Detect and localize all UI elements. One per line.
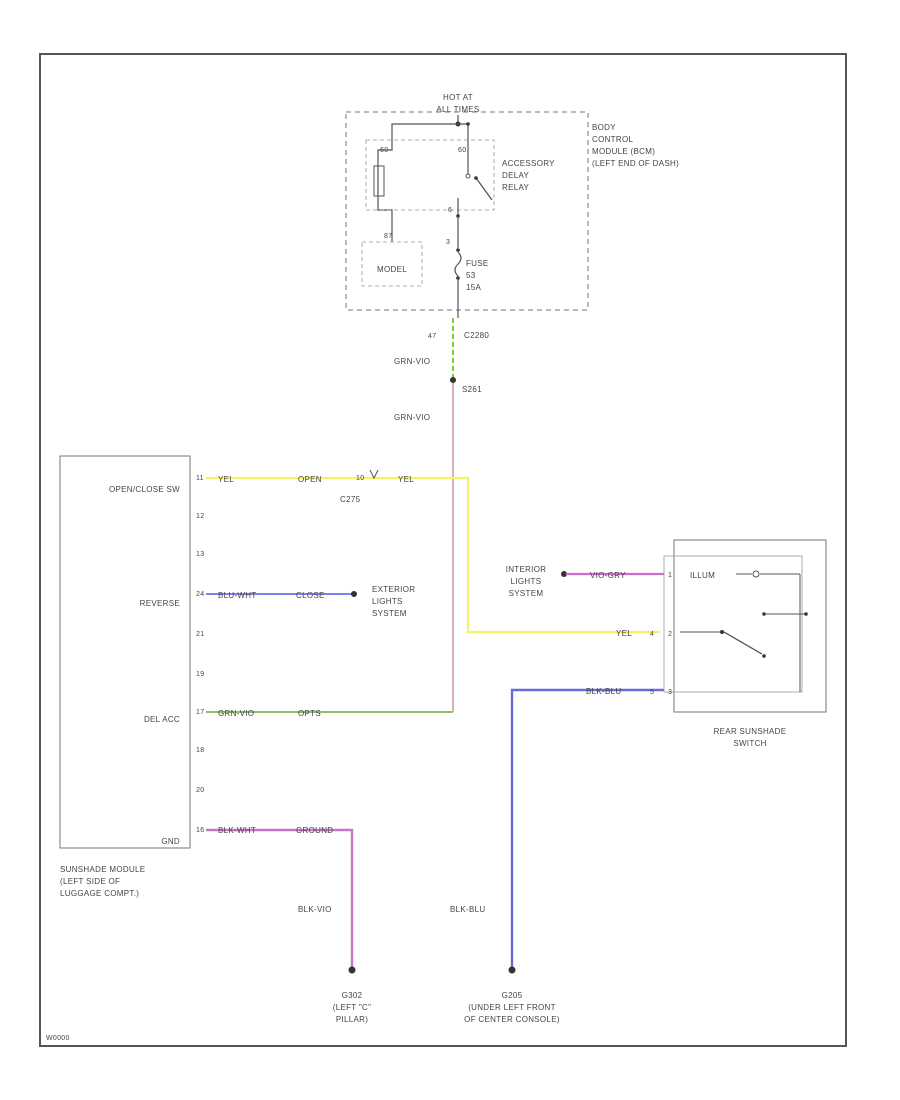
wire-interior-label: ILLUM	[690, 571, 715, 580]
relay-line-3: RELAY	[502, 183, 530, 192]
wire-blk-blu	[510, 688, 664, 968]
fuse-line-2: 53	[466, 271, 476, 280]
bcm-name-1: BODY	[592, 123, 616, 132]
wire-blk-wht-gnd	[206, 828, 354, 968]
relay-box	[365, 139, 495, 211]
ground-g302-name: G302	[342, 991, 363, 1000]
wire-interior-color: VIO-GRY	[590, 571, 626, 580]
module-name-2: (LEFT SIDE OF	[60, 877, 120, 886]
switch-pin-yel: 2	[668, 631, 672, 638]
interior-lights-node	[561, 571, 567, 577]
module-pin-12: 12	[196, 513, 204, 520]
module-pin-13: 13	[196, 551, 204, 558]
wire-yel-open-close	[206, 476, 660, 634]
rear-switch-name-1: REAR SUNSHADE	[714, 727, 787, 736]
module-pin-21: 21	[196, 631, 204, 638]
wire-gnd-color: BLK-WHT	[218, 826, 256, 835]
sunshade-module-box	[59, 455, 191, 849]
fuse-symbol	[454, 251, 462, 277]
c2280-pin: 47	[428, 333, 436, 340]
module-pin-24: 24	[196, 591, 204, 598]
c275-label: C275	[340, 495, 361, 504]
switch-contact	[723, 631, 763, 655]
figure-code: W0000	[46, 1035, 70, 1042]
label-del-acc: DEL ACC	[144, 715, 180, 724]
ground-g302-loc-1: (LEFT "C"	[333, 1003, 371, 1012]
rear-sunshade-switch-box	[673, 539, 827, 713]
relay-contact	[475, 177, 493, 201]
switch-inner-box	[663, 555, 803, 693]
c275-pin: 10	[356, 475, 364, 482]
module-pin-20: 20	[196, 787, 204, 794]
splice-s261-node	[450, 377, 456, 383]
wire-del-acc-color: GRN-VIO	[218, 709, 254, 718]
wire-yel-color-a: YEL	[218, 475, 234, 484]
model-pin: 87	[384, 233, 392, 240]
model-label: MODEL	[377, 265, 407, 274]
module-pin-16: 16	[196, 827, 204, 834]
interior-lights-3: SYSTEM	[509, 589, 544, 598]
ground-g302-loc-2: PILLAR)	[336, 1015, 368, 1024]
ground-right-wire: BLK-BLU	[450, 905, 485, 914]
model-box	[361, 241, 423, 287]
bcm-name-2: CONTROL	[592, 135, 633, 144]
exterior-lights-3: SYSTEM	[372, 609, 407, 618]
exterior-lights-1: EXTERIOR	[372, 585, 415, 594]
interior-lights-2: LIGHTS	[511, 577, 542, 586]
fuse-line-1: FUSE	[466, 259, 489, 268]
wire-yel-color-b: YEL	[398, 475, 414, 484]
relay-out-pin: 6	[448, 207, 452, 214]
ground-g302-node	[348, 966, 356, 974]
switch-pin-illum: 1	[668, 572, 672, 579]
wire-yel-label-mid: OPEN	[298, 475, 322, 484]
wire-switch-blu-pin: 5	[650, 689, 654, 696]
relay-line-1: ACCESSORY	[502, 159, 555, 168]
c2280-label: C2280	[464, 331, 489, 340]
ground-left-wire: BLK-VIO	[298, 905, 332, 914]
illum-lamp	[752, 570, 760, 578]
module-pin-19: 19	[196, 671, 204, 678]
bcm-name-3: MODULE (BCM)	[592, 147, 655, 156]
hot-at-label: HOT AT	[443, 93, 473, 102]
wire-blu-wht-label: CLOSE	[296, 591, 325, 600]
bcm-name-4: (LEFT END OF DASH)	[592, 159, 679, 168]
module-name-3: LUGGAGE COMPT.)	[60, 889, 139, 898]
wire-top-color-a: GRN-VIO	[394, 357, 430, 366]
wire-del-acc-label: OPTS	[298, 709, 321, 718]
exterior-lights-2: LIGHTS	[372, 597, 403, 606]
wire-top-color-b: GRN-VIO	[394, 413, 430, 422]
fuse-line-3: 15A	[466, 283, 481, 292]
module-pin-17: 17	[196, 709, 204, 716]
label-gnd: GND	[161, 837, 180, 846]
label-reverse: REVERSE	[140, 599, 180, 608]
ground-g205-loc-2: OF CENTER CONSOLE)	[464, 1015, 560, 1024]
relay-coil	[373, 165, 385, 197]
c275-connector	[369, 469, 379, 480]
ground-g205-loc-1: (UNDER LEFT FRONT	[468, 1003, 556, 1012]
wire-switch-yel-color: YEL	[616, 629, 632, 638]
fuse-pin: 3	[446, 239, 450, 246]
wire-switch-yel-pin: 4	[650, 631, 654, 638]
splice-s261-label: S261	[462, 385, 482, 394]
module-pin-11: 11	[196, 475, 204, 482]
interior-lights-1: INTERIOR	[506, 565, 547, 574]
module-pin-18: 18	[196, 747, 204, 754]
ground-g205-name: G205	[502, 991, 523, 1000]
label-open-close: OPEN/CLOSE SW	[109, 485, 180, 494]
relay-line-2: DELAY	[502, 171, 530, 180]
ground-g205-node	[508, 966, 516, 974]
diagram-frame	[39, 53, 847, 1047]
bcm-box	[345, 111, 589, 311]
exterior-lights-node	[351, 591, 357, 597]
wire-gnd-label: GROUND	[296, 826, 333, 835]
rear-switch-name-2: SWITCH	[733, 739, 766, 748]
wire-blu-wht-color: BLU-WHT	[218, 591, 257, 600]
relay-pin-b: 60	[458, 147, 466, 154]
all-times-label: ALL TIMES	[436, 105, 479, 114]
switch-pin-blu: 3	[668, 689, 672, 696]
wire-switch-blu-color: BLK-BLU	[586, 687, 621, 696]
module-name-1: SUNSHADE MODULE	[60, 865, 145, 874]
